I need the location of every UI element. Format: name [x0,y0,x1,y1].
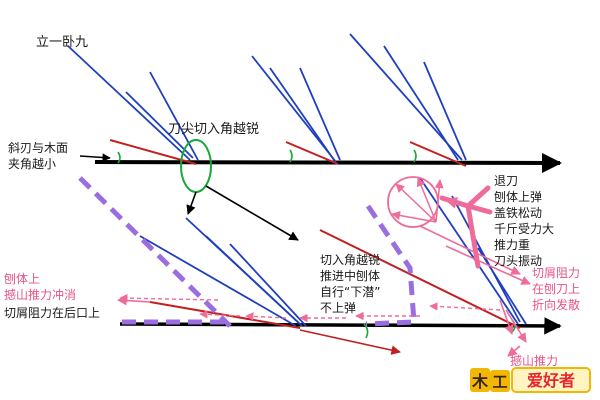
title-label: 立一卧九 [36,35,89,50]
left-pink-label-1: 刨体上 [4,272,41,286]
angle-arc-1 [117,151,121,164]
force-circle [387,176,439,228]
dive-label-3: 自行“下潜” [320,285,381,299]
right-pink-label-3: 折向发散 [532,298,581,312]
pink-arrow-to-circle [444,197,469,209]
purple-dashed-left [78,176,232,328]
brand-logo: 木 工 爱好者 [470,367,591,393]
dive-label-4: 不上弹 [320,301,357,315]
retreat-label-1: 退刀 [494,174,519,188]
angle-arc-lower [363,323,369,339]
left-pink-label-2: 撼山推力冲消 [4,288,77,302]
bottom-pink-label: 撼山推力 [510,354,559,368]
blade-group-2 [251,55,341,163]
svg-text:爱好者: 爱好者 [527,371,575,390]
pink-chip-arrows-left [119,293,501,323]
svg-text:工: 工 [492,373,507,391]
purple-dashed-right [365,204,417,327]
dive-label-1: 切入角越锐 [320,253,381,267]
pink-disperse-arrows [419,225,531,343]
angle-arc-2 [289,149,293,163]
pink-arrow-left [117,295,151,306]
arrow-to-lower [205,185,299,241]
right-pink-label-1: 切屑阻力 [532,266,581,280]
tip-angle-label: 刀尖切入角越锐 [168,122,260,137]
bevel-label-line1: 斜刃与木面 [8,141,69,155]
retreat-label-2: 刨体上弹 [494,190,543,204]
right-pink-label-2: 在刨刀上 [532,282,581,296]
angle-arc-3 [413,149,417,163]
chip-line-lower [299,329,401,355]
bevel-arrow [79,153,111,162]
edge-line-2 [285,141,339,165]
retreat-label-4: 千斤受力大 [494,222,555,236]
pink-arrow-bottom [507,345,521,357]
edge-line-3 [409,141,467,167]
left-black-label: 切屑阻力在后口上 [4,306,101,320]
blade-group-3 [349,33,467,161]
arrow-down-small [186,191,197,215]
blade-group-lower [139,217,307,327]
force-vectors [391,177,444,223]
blade-group-1 [67,45,199,161]
blade-group-right [419,177,527,325]
edge-line-right [319,229,521,329]
tip-highlight-ellipse [180,139,212,193]
retreat-label-5: 推力重 [494,238,531,252]
top-baseline [94,152,562,173]
svg-text:木: 木 [471,372,489,391]
bevel-label-line2: 夹角越小 [8,157,57,171]
bottom-baseline [119,317,562,335]
dive-label-2: 推进中刨体 [320,269,381,283]
retreat-label-6: 刀头振动 [494,254,543,268]
retreat-label-3: 盖铁松动 [494,206,543,220]
